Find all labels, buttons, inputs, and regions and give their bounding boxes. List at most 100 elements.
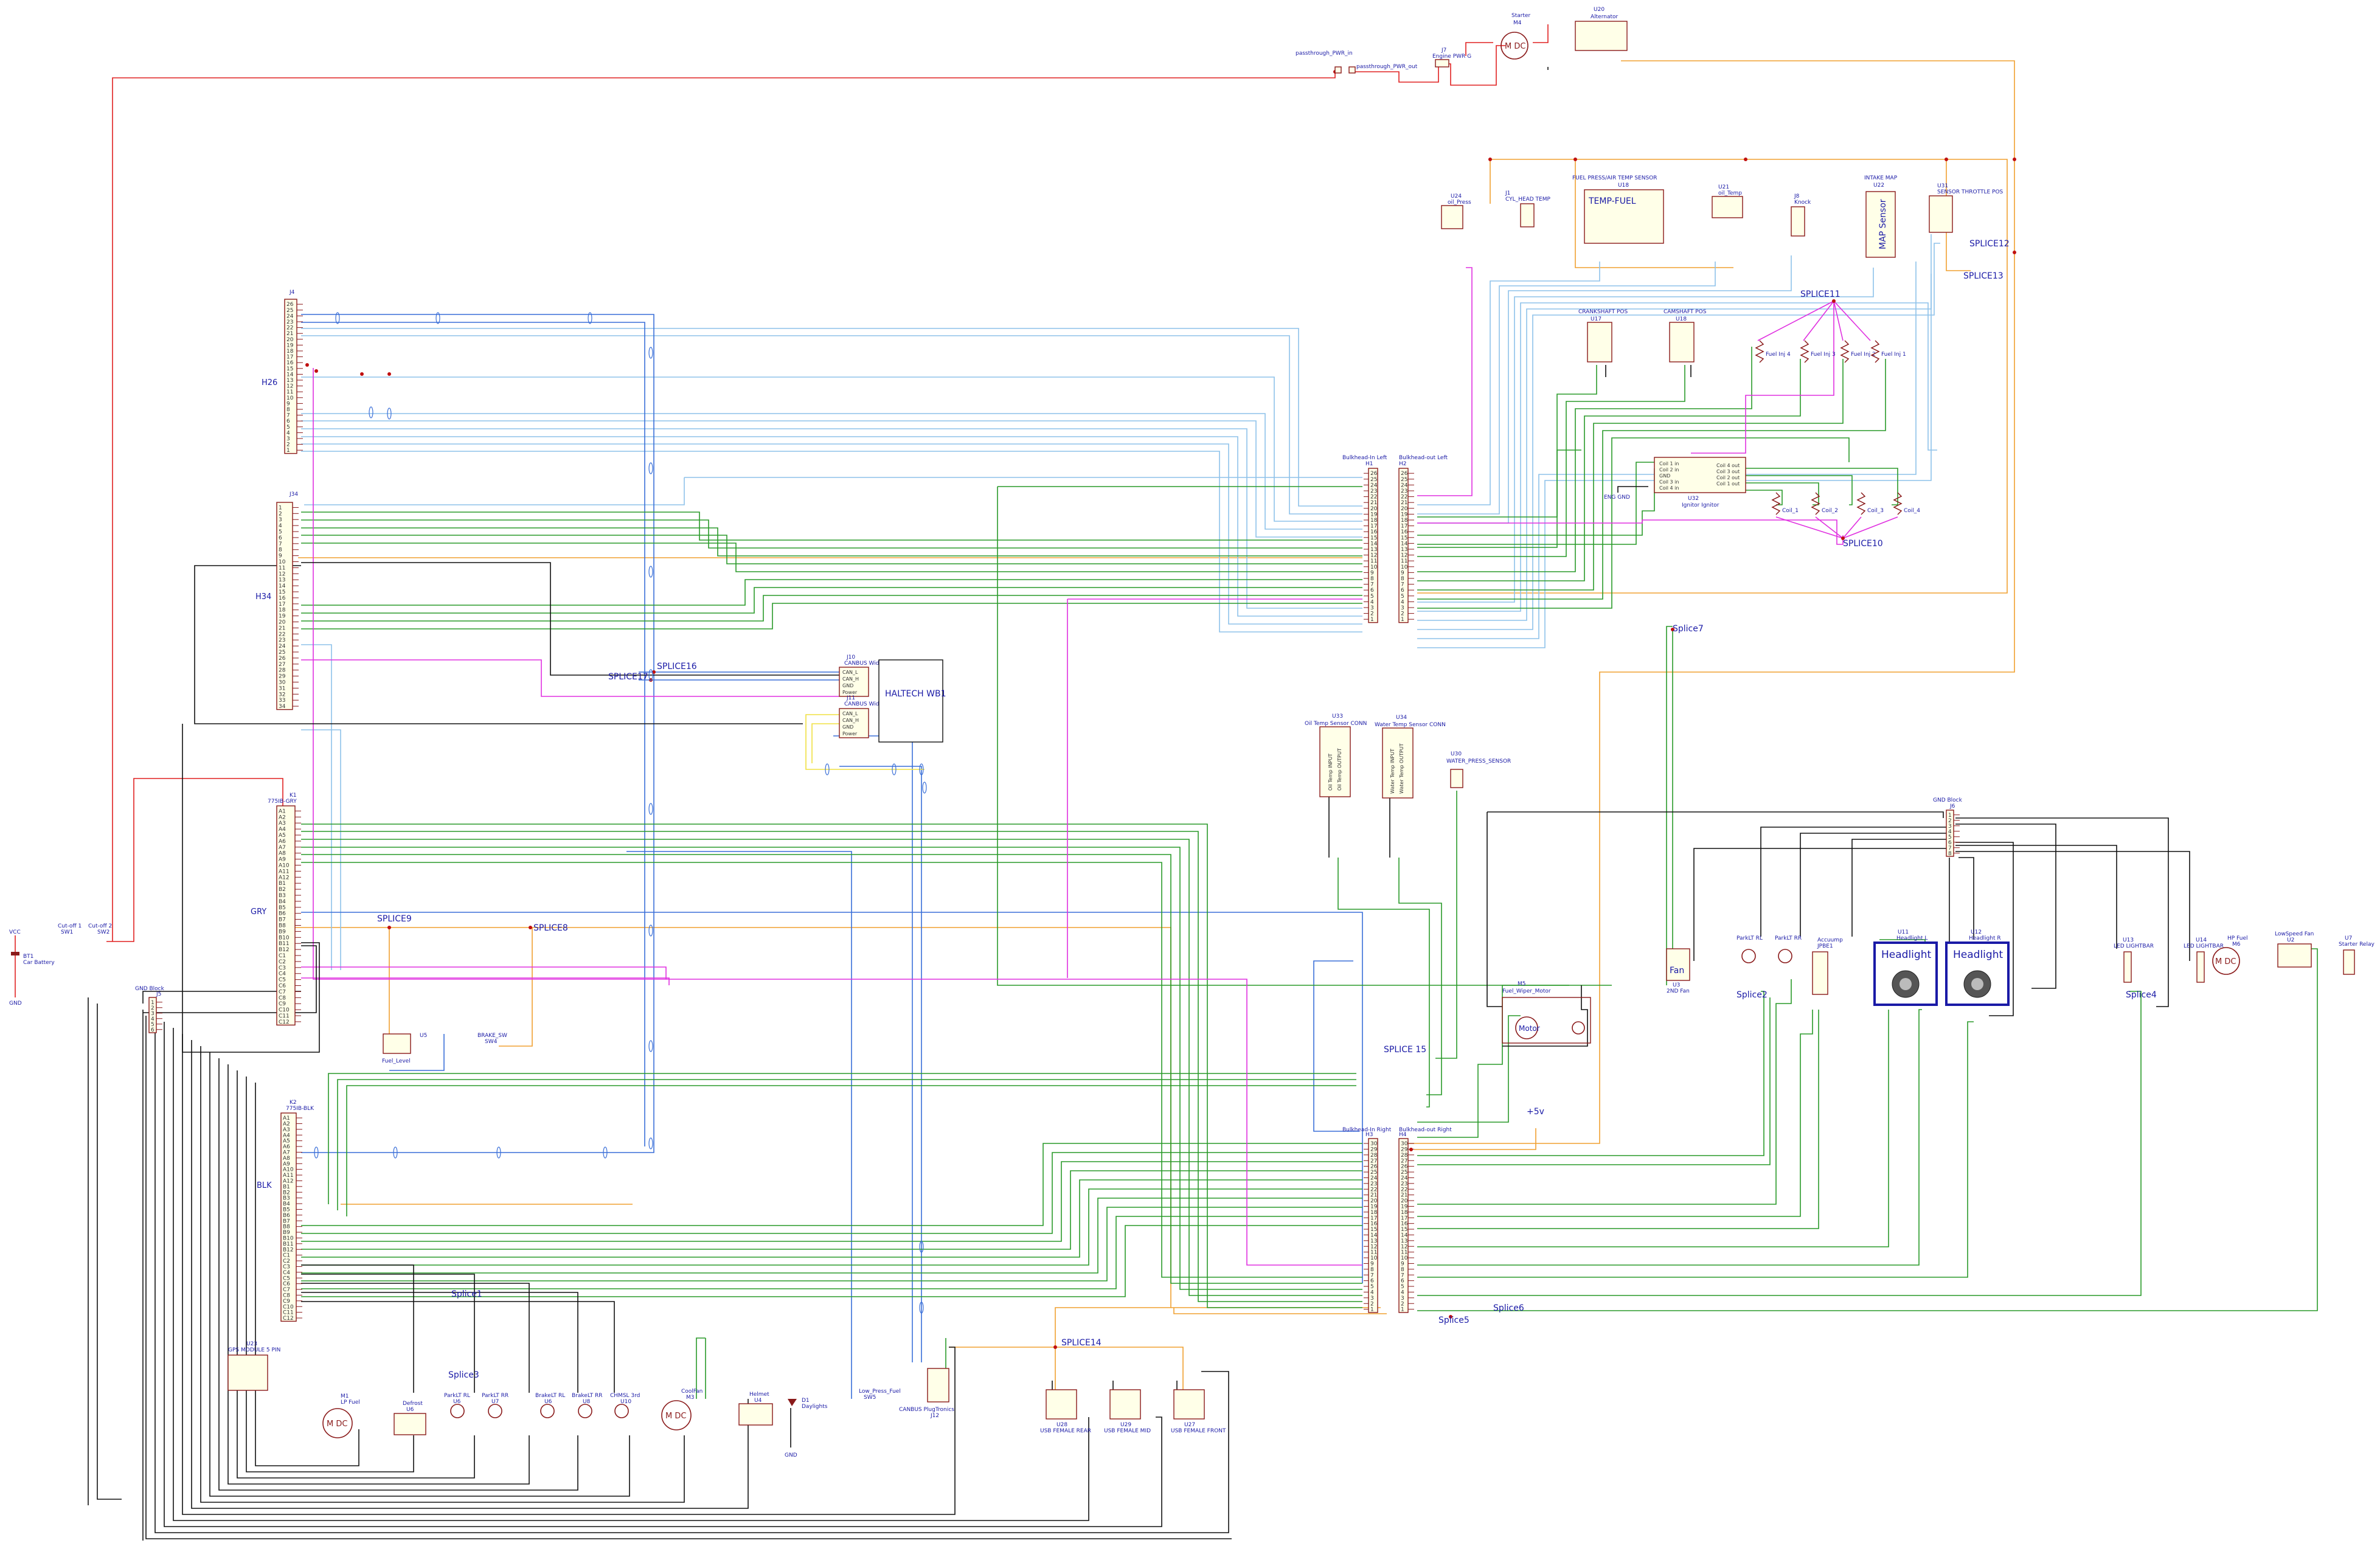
lamp-icon bbox=[450, 1404, 465, 1418]
wire-black-gnd2-4 bbox=[1760, 827, 1946, 937]
injector-coil-icon bbox=[1755, 340, 1764, 363]
cyl-head-title: CYL_HEAD TEMP bbox=[1505, 196, 1550, 203]
wire-green-2 bbox=[301, 519, 1362, 549]
bulkhead-in-right-pin-label: 12 bbox=[1370, 1244, 1377, 1250]
blk-connector-pin-label: C3 bbox=[283, 1264, 290, 1270]
wire-green-blk-3 bbox=[346, 1085, 1356, 1216]
h26-connector-pin-label: 19 bbox=[286, 342, 294, 348]
accuimp-body bbox=[1812, 951, 1828, 995]
junction-dot bbox=[314, 369, 318, 373]
junction-dot bbox=[1945, 158, 1948, 161]
gry-title: GRY bbox=[251, 907, 266, 917]
wire-black-gndblock2 bbox=[1487, 811, 1944, 818]
engine-pwr-ref: J7 bbox=[1441, 47, 1446, 54]
usb-mid-title: USB FEMALE MID bbox=[1104, 1428, 1151, 1434]
bulkhead-out-left-body bbox=[1398, 468, 1409, 623]
splice-label: Splice6 bbox=[1493, 1303, 1524, 1313]
bulkhead-out-right-pin-label: 2 bbox=[1401, 1301, 1404, 1307]
bulkhead-in-right-pin-label: 15 bbox=[1370, 1227, 1377, 1233]
wire-magenta-sp11e bbox=[1691, 301, 1834, 454]
splice-label: SPLICE10 bbox=[1843, 539, 1883, 549]
wire-green-blk-8 bbox=[301, 1179, 1362, 1258]
blk-title: BLK bbox=[257, 1181, 272, 1190]
wire-black-blk-top bbox=[142, 991, 301, 1004]
bulkhead-in-right-pin-label: 4 bbox=[1370, 1289, 1374, 1295]
starter-relay-body bbox=[2343, 949, 2355, 975]
wire-green-12 bbox=[1417, 365, 1597, 548]
brake-sw-title: BRAKE_SW bbox=[477, 1033, 507, 1039]
bulkhead-out-right-pin-label: 20 bbox=[1401, 1198, 1408, 1204]
gry-connector-body bbox=[276, 805, 296, 1026]
wire-black-gnd2-6 bbox=[1851, 839, 1946, 937]
gnd-block-left-pin-label: 1 bbox=[151, 1000, 154, 1006]
h26-connector-pin-label: 23 bbox=[286, 319, 293, 325]
gnd-block-left-pin-label: 2 bbox=[151, 1005, 154, 1011]
bulkhead-out-right-pin-label: 25 bbox=[1401, 1170, 1407, 1176]
wire-green-blk-9 bbox=[301, 1188, 1362, 1266]
wire-green-7 bbox=[301, 587, 1362, 614]
h26-connector-pin-label: 14 bbox=[286, 372, 294, 378]
low-press-ref: SW5 bbox=[864, 1395, 876, 1401]
wire-lightblue-3 bbox=[301, 376, 1362, 522]
battery-icon bbox=[11, 952, 19, 955]
bulkhead-in-right-pin-label: 19 bbox=[1370, 1204, 1378, 1210]
gry-connector-pin-label: B6 bbox=[279, 911, 286, 917]
junction-dot bbox=[1053, 1345, 1057, 1349]
canwb2-pin-2: CAN_H bbox=[842, 718, 859, 723]
oil-temp-body bbox=[1712, 196, 1743, 218]
bulkhead-in-right-pin-label: 2 bbox=[1370, 1301, 1374, 1307]
gry-connector-pin-label: C11 bbox=[279, 1013, 290, 1019]
parklt-rr-right: ParkLT RR bbox=[1775, 935, 1802, 963]
wire-magenta-sp11b bbox=[1803, 300, 1834, 341]
h34-connector-pin-label: 7 bbox=[279, 541, 282, 547]
wire-magenta-2 bbox=[313, 368, 1362, 1266]
junction-dot bbox=[1841, 536, 1845, 540]
bulkhead-out-right-pin-label: 19 bbox=[1401, 1204, 1408, 1210]
starter-symbol: M DC bbox=[1505, 42, 1525, 51]
wire-lightblue-16 bbox=[1417, 243, 1940, 630]
bulkhead-in-left-pin-label: 25 bbox=[1370, 477, 1377, 483]
oil-temp-conn-pin-1: Oil Temp INPUT bbox=[1328, 754, 1333, 791]
bulkhead-out-right-pin-label: 10 bbox=[1401, 1255, 1408, 1261]
bulkhead-out-right-pin-label: 9 bbox=[1401, 1261, 1404, 1267]
wire-black-gnd-loop11 bbox=[237, 1070, 475, 1479]
bulkhead-in-right-pin-label: 1 bbox=[1370, 1307, 1374, 1313]
headlight-l-ref: U11 bbox=[1898, 929, 1909, 935]
knock-ref: J8 bbox=[1794, 193, 1800, 199]
blk-connector-pin-label: B1 bbox=[283, 1184, 290, 1190]
wire-red-local bbox=[1533, 24, 1549, 43]
water-temp-conn-body bbox=[1382, 727, 1414, 799]
alternator-body bbox=[1575, 21, 1628, 51]
lightbar2-body bbox=[2196, 951, 2205, 983]
bulkhead-out-right-pin-label: 14 bbox=[1401, 1232, 1408, 1238]
wire-green-out-6 bbox=[1417, 1010, 1889, 1247]
h34-connector-pin-label: 11 bbox=[279, 565, 285, 571]
oil-press-body bbox=[1441, 205, 1463, 229]
lamp-icon bbox=[1741, 949, 1756, 963]
knock-sensor: J8 Knock bbox=[1791, 193, 1811, 237]
fan-title: 2ND Fan bbox=[1667, 988, 1690, 994]
fuel-level-body bbox=[383, 1033, 411, 1054]
bulkhead-out-right-pin-label: 13 bbox=[1401, 1238, 1407, 1244]
oil-temp-conn-body bbox=[1319, 726, 1351, 797]
cutoff1-title: Cut-off 1 bbox=[58, 923, 82, 929]
ignitor-pin-in-2: Coil 2 in bbox=[1659, 467, 1679, 473]
h26-title: H26 bbox=[262, 378, 277, 387]
lightbar1-body bbox=[2123, 951, 2132, 983]
coil-label: Coil_1 bbox=[1782, 508, 1799, 514]
h34-connector-pin-label: 20 bbox=[279, 620, 286, 626]
lp-fuel-pump: M1 LP Fuel M DC bbox=[322, 1393, 360, 1438]
canwb1-pin-3: GND bbox=[842, 683, 853, 688]
h34-connector-pin-label: 6 bbox=[279, 535, 282, 541]
led-lightbar-2: U14 LED LIGHTBAR bbox=[2184, 937, 2224, 983]
splice-label: SPLICE14 bbox=[1061, 1338, 1102, 1348]
h34-connector-pin-label: 24 bbox=[279, 643, 286, 650]
daylights-gnd: GND bbox=[785, 1452, 797, 1458]
junction-dot bbox=[1449, 1315, 1452, 1319]
gry-connector-pin-label: B7 bbox=[279, 917, 286, 923]
junction-dot bbox=[1409, 1148, 1413, 1151]
h34-connector-pin-label: 33 bbox=[279, 698, 285, 704]
bulkhead-in-right-pin-label: 21 bbox=[1370, 1193, 1377, 1199]
cam-ref: U18 bbox=[1676, 316, 1687, 322]
wire-green-18 bbox=[1417, 437, 1850, 609]
